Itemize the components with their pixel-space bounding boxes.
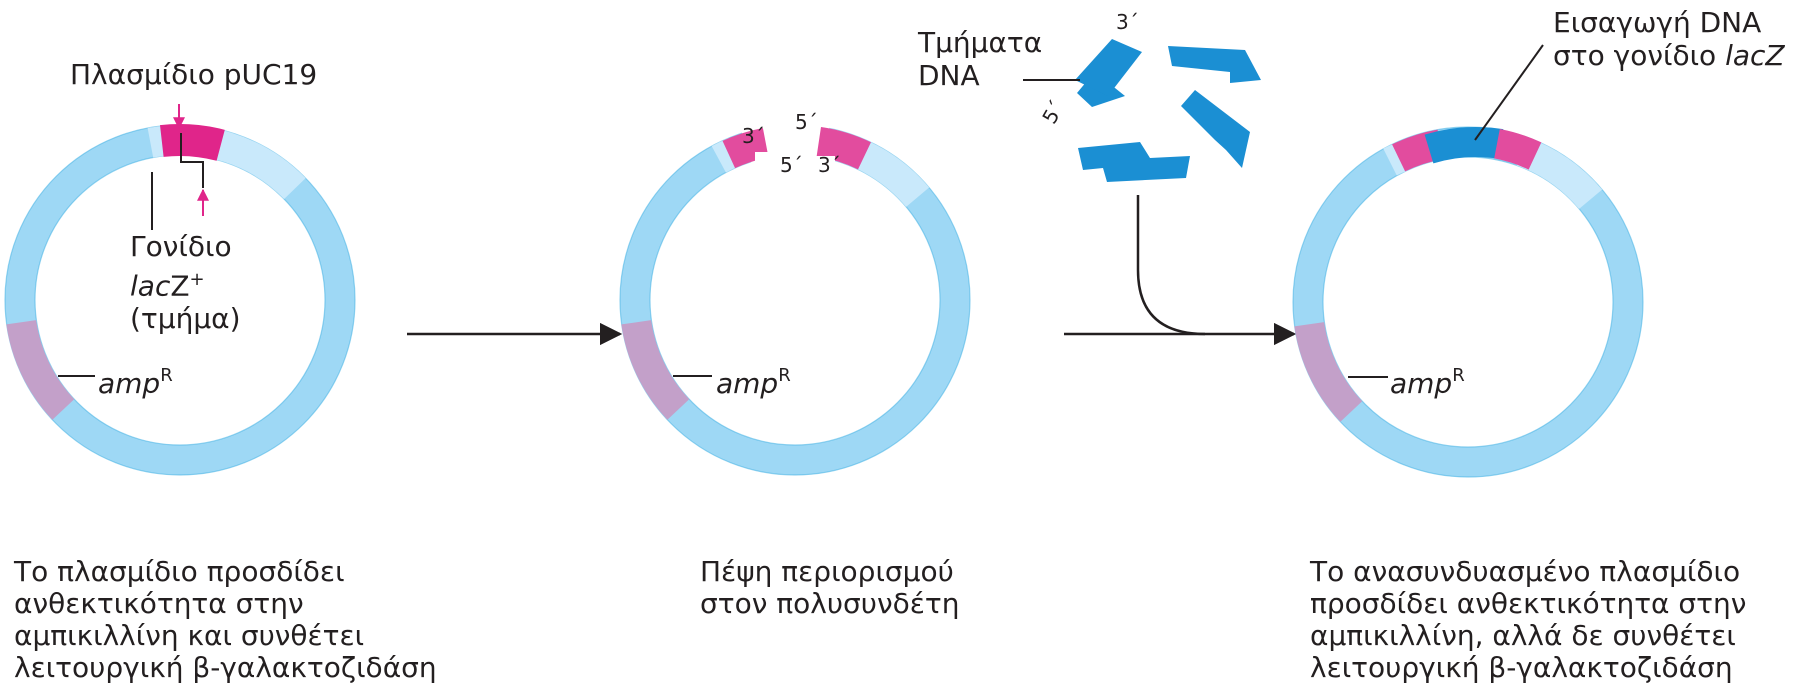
plasmid-puc19	[4, 104, 356, 476]
caption-panel3: Το ανασυνδυασμένο πλασμίδιο προσδίδει αν…	[1310, 556, 1746, 684]
lacz-gene-label-line1: Γονίδιο	[130, 230, 232, 263]
polylinker-site	[180, 133, 204, 188]
plasmid-digested	[619, 120, 971, 476]
insert-label-prefix: στο γονίδιο	[1553, 39, 1726, 72]
caption-line: λειτουργική β-γαλακτοζιδάση	[1310, 651, 1733, 684]
amp-region	[6, 319, 75, 420]
dna-fragment	[1078, 142, 1190, 182]
sticky-notch-right	[815, 156, 835, 173]
plasmid-recombinant	[1292, 44, 1644, 478]
fragments-label-line2: DNA	[918, 59, 980, 92]
caption-line: Πέψη περιορισμού	[700, 555, 954, 588]
insert-label-line2: στο γονίδιο lacZ	[1553, 39, 1785, 72]
insertion-arrow	[1136, 195, 1206, 336]
lacz-segment	[160, 123, 225, 161]
amp-resistance-label-1: ampR	[98, 359, 173, 400]
amp-sup: R	[778, 365, 791, 386]
insert-leader-line	[1474, 44, 1544, 141]
caption-line: Το πλασμίδιο προσδίδει	[14, 555, 345, 588]
caption-line: Το ανασυνδυασμένο πλασμίδιο	[1310, 555, 1741, 588]
caption-line: στον πολυσυνδέτη	[700, 587, 960, 620]
amp-text: amp	[98, 367, 161, 400]
dna-fragment	[1168, 46, 1261, 83]
sticky-end-pink-right	[1493, 128, 1542, 170]
amp-resistance-label-2: ampR	[716, 359, 791, 400]
sticky-end-right	[816, 126, 871, 170]
caption-panel2: Πέψη περιορισμού στον πολυσυνδέτη	[700, 556, 960, 620]
insert-label-line1: Εισαγωγή DNA	[1553, 6, 1762, 39]
fragment-3-end: 3΄	[1116, 10, 1139, 34]
caption-line: λειτουργική β-γαλακτοζιδάση	[14, 651, 437, 684]
caption-line: ανθεκτικότητα στην	[14, 587, 304, 620]
caption-line: αμπικιλλίνη και συνθέτει	[14, 619, 365, 652]
amp-text: amp	[1390, 367, 1453, 400]
insert-label-gene: lacZ	[1725, 39, 1785, 72]
end-label: 3΄	[818, 153, 841, 177]
lacz-gene-label-line2: lacZ+	[130, 263, 241, 302]
lacz-gene-label-line3: (τμήμα)	[130, 302, 241, 336]
fragments-label-line1: Τμήματα	[918, 26, 1043, 59]
amp-resistance-label-3: ampR	[1390, 359, 1465, 400]
lacz-plus: +	[189, 269, 205, 290]
sticky-end-left	[722, 127, 769, 169]
sticky-notch-left	[755, 152, 775, 170]
insert-dna-label: Εισαγωγή DNA στο γονίδιο lacZ	[1553, 6, 1785, 72]
plasmid-title: Πλασμίδιο pUC19	[70, 58, 318, 91]
end-label: 5΄	[780, 153, 803, 177]
end-label: 5΄	[795, 110, 818, 134]
lacz-italic: lac	[130, 269, 171, 303]
lacz-z: Z	[170, 269, 190, 303]
end-label: 3΄	[742, 124, 765, 148]
caption-panel1: Το πλασμίδιο προσδίδει ανθεκτικότητα στη…	[14, 556, 437, 684]
lacz-gene-label: Γονίδιο lacZ+ (τμήμα)	[130, 230, 241, 335]
amp-sup: R	[160, 365, 173, 386]
dna-fragments	[1023, 39, 1261, 336]
inserted-dna	[1424, 127, 1504, 164]
dna-fragment	[1181, 90, 1250, 168]
caption-line: προσδίδει ανθεκτικότητα στην	[1310, 587, 1747, 620]
caption-line: αμπικιλλίνη, αλλά δε συνθέτει	[1310, 619, 1736, 652]
dna-fragments-label: Τμήματα DNA	[918, 26, 1042, 92]
amp-sup: R	[1452, 365, 1465, 386]
amp-text: amp	[716, 367, 779, 400]
